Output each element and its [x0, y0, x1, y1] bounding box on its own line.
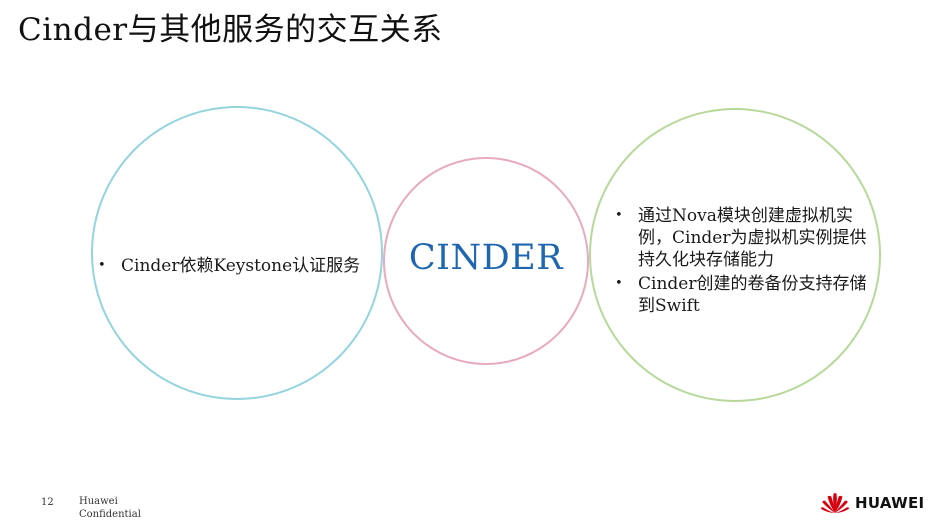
footer-classification: Confidential — [79, 509, 141, 520]
slide-title: Cinder与其他服务的交互关系 — [18, 12, 443, 48]
right-circle — [589, 108, 881, 402]
logo-wordmark: HUAWEI — [855, 494, 925, 512]
footer-company: Huawei — [79, 496, 118, 507]
right-bullet-item: • Cinder创建的卷备份支持存储到Swift — [615, 273, 877, 317]
huawei-logo: HUAWEI — [820, 491, 924, 515]
left-bullet-item: • Cinder依赖Keystone认证服务 — [98, 255, 398, 277]
right-bullet-item: • 通过Nova模块创建虚拟机实例，Cinder为虚拟机实例提供持久化块存储能力 — [615, 205, 877, 271]
right-bullet-text-swift: Cinder创建的卷备份支持存储到Swift — [638, 274, 867, 316]
page-number: 12 — [41, 497, 54, 508]
left-bullet-text: Cinder依赖Keystone认证服务 — [121, 256, 361, 276]
bullet-dot: • — [615, 276, 623, 291]
cinder-center-label: CINDER — [408, 238, 564, 278]
center-circle — [383, 157, 589, 365]
left-circle — [91, 106, 383, 400]
huawei-petal-icon — [820, 493, 850, 513]
footer-confidential: Huawei Confidential — [79, 495, 141, 521]
right-bullet-text-nova: 通过Nova模块创建虚拟机实例，Cinder为虚拟机实例提供持久化块存储能力 — [638, 206, 867, 270]
bullet-dot: • — [615, 208, 623, 223]
bullet-dot: • — [98, 258, 106, 273]
